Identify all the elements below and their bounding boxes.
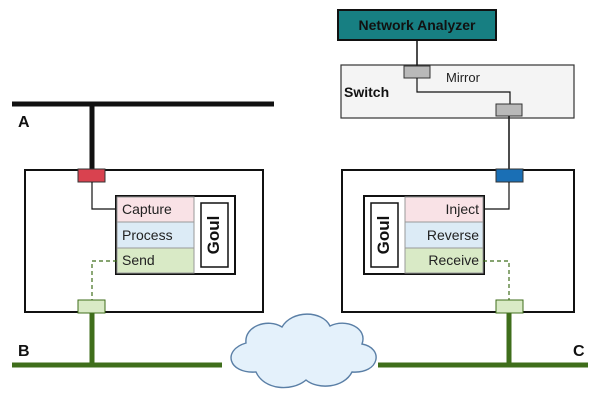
switch-port-top [403, 65, 431, 79]
right-goul-label: Goul [374, 216, 393, 255]
right-row-reverse [404, 221, 484, 249]
receive-link [483, 260, 510, 301]
network-analyzer-label: Network Analyzer [359, 17, 477, 33]
network-c-label: C [573, 343, 585, 360]
left-row-send-label: Send [122, 252, 155, 268]
capture-port [77, 168, 106, 183]
inject-link [483, 182, 510, 210]
right-goul-label-box [370, 202, 399, 268]
left-goul-label: Goul [204, 216, 223, 255]
switch-port-mirror [495, 103, 523, 117]
network-a-label: A [18, 114, 30, 131]
capture-link [91, 182, 117, 210]
left-row-capture-label: Capture [122, 201, 172, 217]
right-receive-port [495, 299, 524, 314]
left-send-port [77, 299, 106, 314]
send-link [91, 260, 117, 301]
mirror-label: Mirror [446, 70, 481, 85]
left-goul-label-box [200, 202, 229, 268]
network-b-label: B [18, 343, 30, 360]
right-row-inject [404, 196, 484, 223]
inject-port [495, 168, 524, 183]
left-row-send [116, 247, 195, 274]
right-row-receive-label: Receive [428, 252, 479, 268]
left-row-capture [116, 196, 195, 223]
switch-label: Switch [344, 84, 389, 100]
mirror-path [416, 78, 511, 104]
left-row-process-label: Process [122, 227, 173, 243]
internet-cloud-icon [230, 313, 377, 389]
right-row-inject-label: Inject [446, 201, 480, 217]
left-row-process [116, 221, 195, 249]
right-row-reverse-label: Reverse [427, 227, 479, 243]
